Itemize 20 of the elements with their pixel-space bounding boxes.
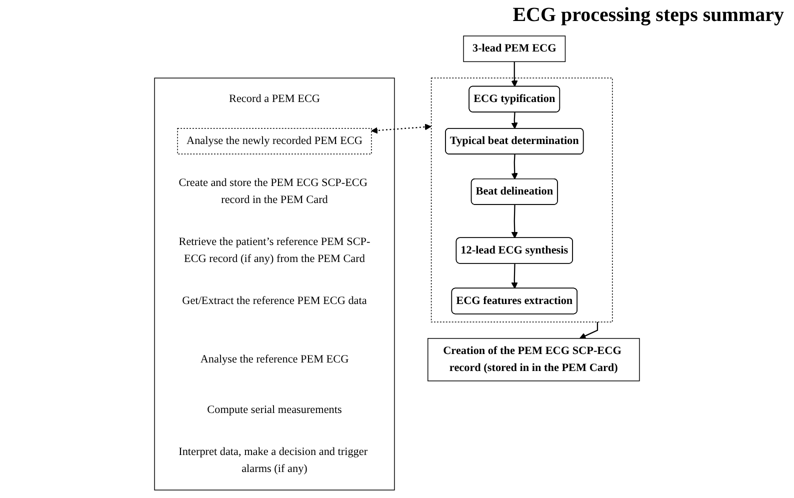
node-text: Get/Extract the reference PEM ECG data <box>182 294 367 307</box>
arrow <box>579 322 598 339</box>
diagram-title: ECG processing steps summary <box>512 4 784 27</box>
node-text: Create and store the PEM ECG SCP-ECG record in the PEM Card <box>178 177 368 206</box>
arrow <box>511 112 518 129</box>
node-box: 3-lead PEM ECG <box>463 36 566 62</box>
arrow <box>511 204 518 238</box>
cluster <box>154 78 395 490</box>
node-box: Analyse the newly recorded PEM ECG <box>177 128 372 154</box>
node-text: Analyse the reference PEM ECG <box>200 354 349 366</box>
arrow <box>511 154 518 180</box>
node-text: Retrieve the patient’s reference PEM SCP-ECG record (if any) from the PEM Card <box>178 236 370 265</box>
node-text: Compute serial measurements <box>207 404 342 416</box>
node-box: Creation of the PEM ECG SCP-ECG record (stored in in the PEM Card) <box>428 338 640 382</box>
arrow <box>371 124 432 134</box>
node-text: Record a PEM ECG <box>229 92 320 105</box>
cluster <box>430 78 613 322</box>
arrow <box>511 264 518 289</box>
arrow <box>511 62 518 87</box>
node-text: Interpret data, make a decision and trigger alarms (if any) <box>178 446 368 475</box>
